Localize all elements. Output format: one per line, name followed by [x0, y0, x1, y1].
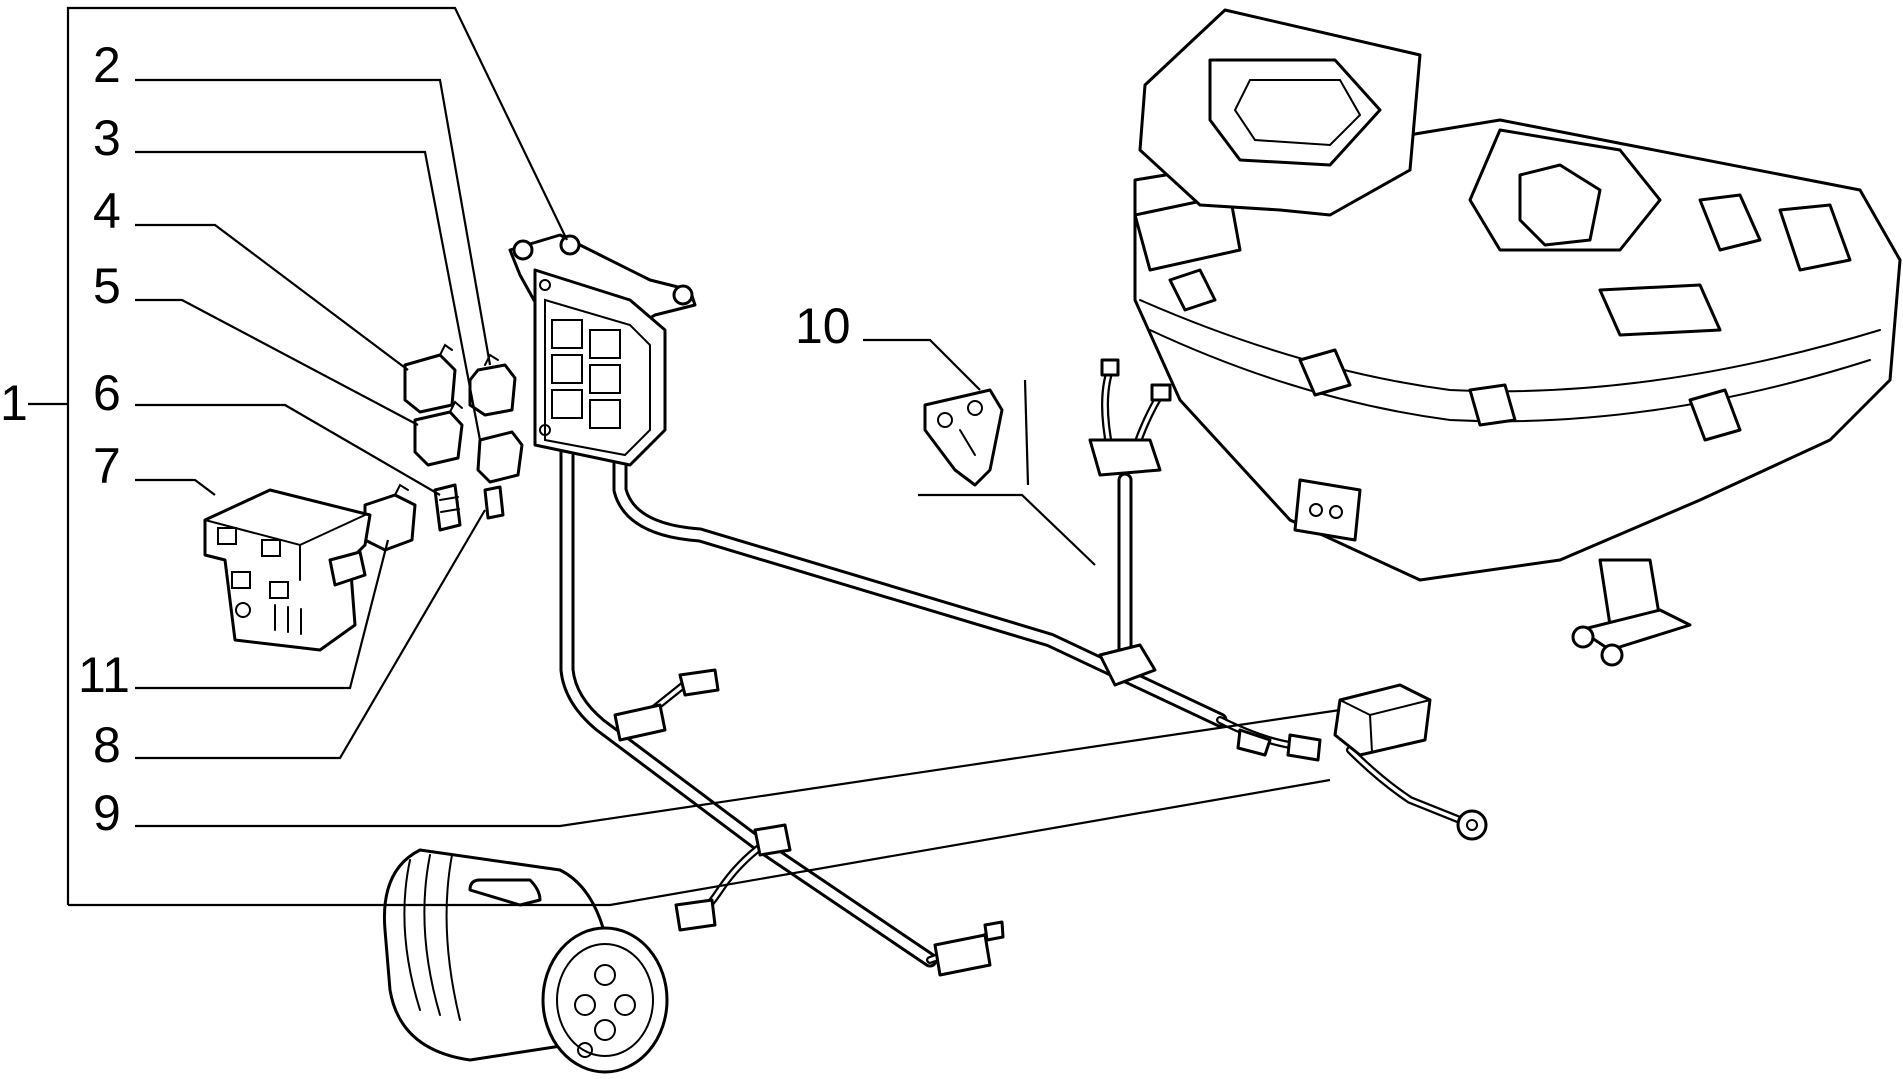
relay-part-3: [468, 353, 517, 417]
relay-part-4: [403, 343, 457, 414]
callout-9: 9: [93, 785, 121, 841]
callout-4: 4: [93, 183, 121, 239]
callout-11: 11: [78, 647, 130, 703]
ac-compressor: [382, 848, 669, 1074]
callout-1: 1: [0, 375, 28, 431]
fuse-clip-part-6: [433, 483, 462, 532]
callout-10: 10: [795, 298, 851, 354]
callout-numbers: 1 2 3 4 5 6 7 11 8 9 10: [0, 37, 851, 841]
relay-part-2-small: [476, 430, 524, 484]
wiring-harness: [559, 312, 1488, 977]
callout-2: 2: [93, 37, 121, 93]
control-unit-part-7: [203, 488, 372, 652]
relay-part-11: [363, 483, 417, 552]
callout-5: 5: [93, 258, 121, 314]
heater-blower-unit: [1133, 8, 1902, 667]
connector-part-9: [1333, 683, 1432, 757]
leader-lines: [28, 6, 1341, 907]
bracket-part-10: [923, 388, 1004, 487]
relay-part-5: [413, 400, 464, 467]
callout-6: 6: [93, 365, 121, 421]
callout-3: 3: [93, 110, 121, 166]
callout-7: 7: [93, 438, 121, 494]
fuse-relay-box: [508, 233, 697, 467]
callout-8: 8: [93, 717, 121, 773]
fuse-part-8: [483, 485, 505, 520]
